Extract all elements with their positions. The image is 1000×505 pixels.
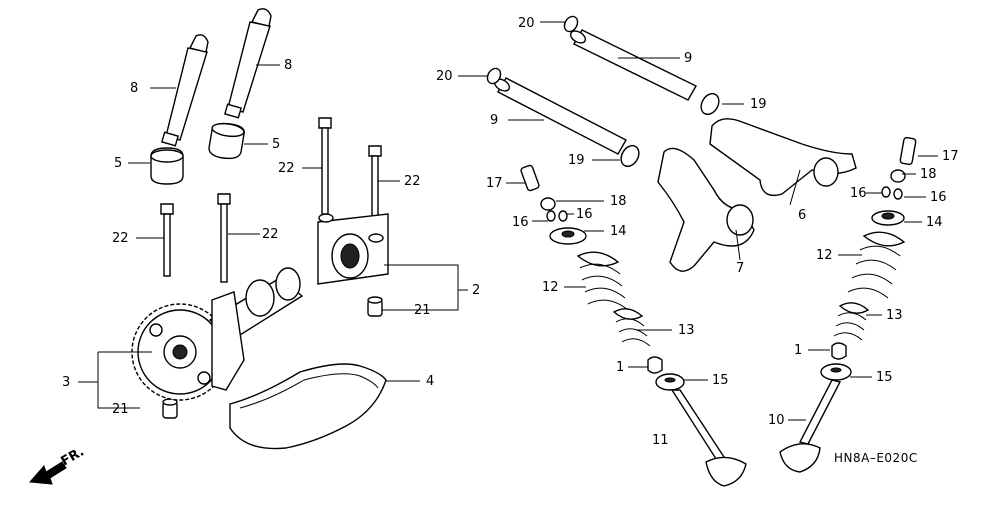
oring-20-upper bbox=[563, 15, 579, 33]
spring-seat-left bbox=[655, 373, 685, 391]
rocker-shaft-lower bbox=[493, 77, 627, 155]
lock-nut-right bbox=[890, 169, 906, 183]
oring-19-upper bbox=[700, 92, 720, 116]
outer-spring-right bbox=[847, 231, 906, 299]
diagram-code: HN8A–E020C bbox=[834, 451, 918, 465]
dowel-pin-upper bbox=[367, 296, 383, 317]
callout-12-right: 12 bbox=[816, 248, 833, 263]
callout-20-lower: 20 bbox=[436, 69, 453, 84]
callout-16-right-a: 16 bbox=[850, 186, 867, 201]
callout-6: 6 bbox=[798, 208, 806, 223]
callout-11: 11 bbox=[652, 433, 669, 448]
valve-left bbox=[670, 389, 747, 487]
outer-spring-left bbox=[576, 251, 629, 311]
callout-18-left: 18 bbox=[610, 194, 627, 209]
oring-20-lower bbox=[486, 67, 502, 85]
valve-right bbox=[779, 379, 842, 473]
callout-9-upper: 9 bbox=[684, 51, 692, 66]
inner-spring-left bbox=[612, 308, 651, 347]
oring-19-lower bbox=[620, 144, 640, 168]
callout-14-right: 14 bbox=[926, 215, 943, 230]
bolt-upper-left bbox=[318, 117, 332, 215]
callout-16-right-b: 16 bbox=[930, 190, 947, 205]
front-arrow-icon: FR. bbox=[28, 444, 87, 485]
camshaft-holder bbox=[317, 213, 389, 285]
callout-8-right: 8 bbox=[284, 58, 292, 73]
callout-21-lower: 21 bbox=[112, 402, 129, 417]
leader-lines bbox=[78, 21, 938, 421]
valve-adjust-screw-left bbox=[520, 164, 540, 192]
tappet-right bbox=[208, 122, 245, 160]
callout-2: 2 bbox=[472, 283, 480, 298]
retainer-left bbox=[549, 227, 587, 245]
callout-22-lower-mid: 22 bbox=[262, 227, 279, 242]
callout-19-upper: 19 bbox=[750, 97, 767, 112]
callout-22-lower-left: 22 bbox=[112, 231, 129, 246]
lock-nut-left bbox=[540, 197, 556, 211]
inner-spring-right bbox=[833, 302, 870, 341]
callout-17-right: 17 bbox=[942, 149, 959, 164]
callout-20-upper: 20 bbox=[518, 16, 535, 31]
valve-seal-left bbox=[647, 356, 663, 374]
camshaft bbox=[208, 267, 304, 391]
dowel-pin-lower bbox=[162, 398, 178, 419]
tappet-left bbox=[150, 147, 184, 185]
callout-15-right: 15 bbox=[876, 370, 893, 385]
callout-5-right: 5 bbox=[272, 137, 280, 152]
oil-pan bbox=[229, 363, 387, 450]
callout-16-left-b: 16 bbox=[576, 207, 593, 222]
valve-adjust-screw-right bbox=[899, 136, 917, 166]
callout-14-left: 14 bbox=[610, 224, 627, 239]
callout-16-left-a: 16 bbox=[512, 215, 529, 230]
callout-4: 4 bbox=[426, 374, 434, 389]
bolt-mid-lower bbox=[217, 193, 231, 283]
cotter-left bbox=[546, 210, 568, 222]
rocker-arm-upper bbox=[709, 118, 857, 197]
callout-17-left: 17 bbox=[486, 176, 503, 191]
bolt-upper-right bbox=[368, 145, 382, 221]
callout-18-right: 18 bbox=[920, 167, 937, 182]
retainer-right bbox=[871, 210, 905, 226]
cotter-right bbox=[881, 186, 903, 200]
callout-8-left: 8 bbox=[130, 81, 138, 96]
valve-seal-right bbox=[831, 342, 847, 360]
push-rod-right bbox=[224, 8, 272, 119]
spring-seat-right bbox=[820, 363, 852, 381]
callout-21-upper: 21 bbox=[414, 303, 431, 318]
callout-7: 7 bbox=[736, 261, 744, 276]
callout-1-right: 1 bbox=[794, 343, 802, 358]
callout-19-lower: 19 bbox=[568, 153, 585, 168]
push-rod-left bbox=[161, 34, 209, 147]
callout-1-left: 1 bbox=[616, 360, 624, 375]
callout-13-left: 13 bbox=[678, 323, 695, 338]
callout-22-upper-right: 22 bbox=[404, 174, 421, 189]
callout-numbers: 8 8 5 5 22 22 22 22 2 21 3 21 4 20 20 9 … bbox=[62, 16, 959, 448]
callout-12-left: 12 bbox=[542, 280, 559, 295]
bolt-left-lower bbox=[160, 203, 174, 277]
front-direction-label: FR. bbox=[59, 444, 87, 469]
rocker-shaft-upper bbox=[569, 29, 697, 101]
callout-10: 10 bbox=[768, 413, 785, 428]
callout-13-right: 13 bbox=[886, 308, 903, 323]
callout-5-left: 5 bbox=[114, 156, 122, 171]
callout-3: 3 bbox=[62, 375, 70, 390]
callout-15-left: 15 bbox=[712, 373, 729, 388]
callout-9-lower: 9 bbox=[490, 113, 498, 128]
rocker-arm-lower bbox=[657, 147, 755, 272]
callout-22-upper-left: 22 bbox=[278, 161, 295, 176]
